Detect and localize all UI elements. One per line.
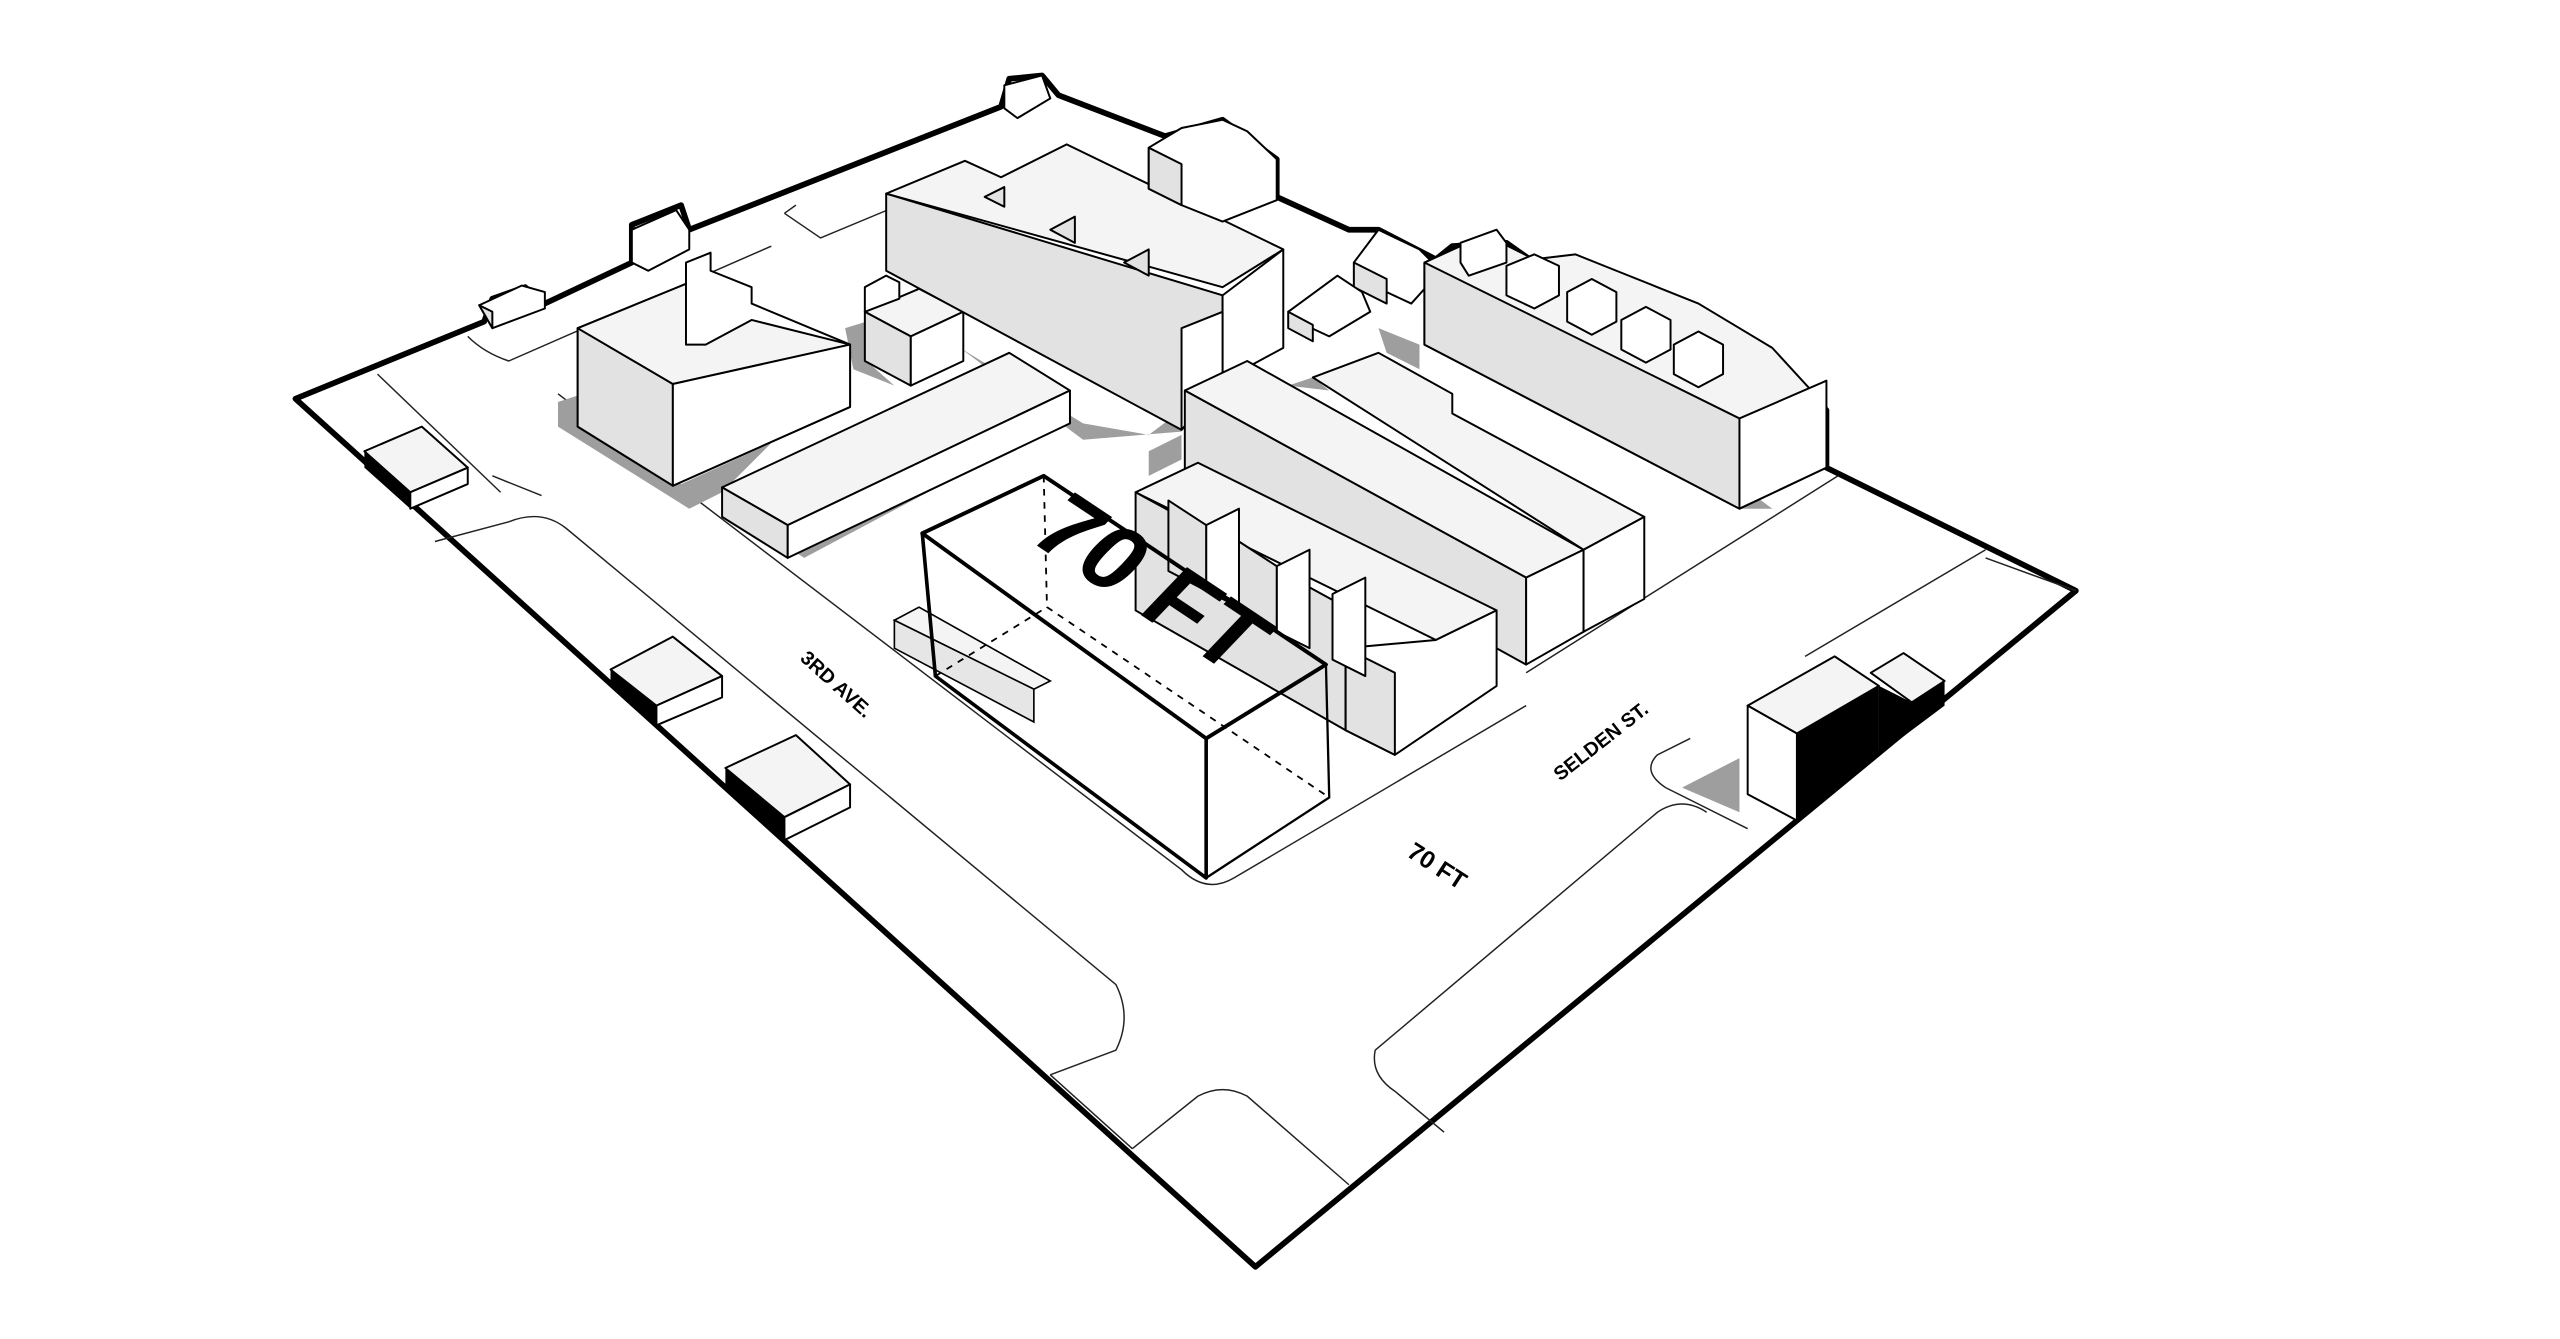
proposed-envelope bbox=[892, 473, 1331, 880]
building-long-low bbox=[721, 351, 1071, 559]
building-comb bbox=[1134, 461, 1498, 756]
building-u-shape bbox=[576, 251, 852, 487]
building-row-houses bbox=[1423, 228, 1828, 510]
road-lines bbox=[376, 196, 2077, 1186]
building-3rd-ave-row bbox=[363, 425, 852, 842]
building-small-box bbox=[863, 274, 965, 387]
building-selden-corner bbox=[1746, 652, 1946, 822]
building-tall-slab bbox=[885, 143, 1285, 431]
building-small-houses-ne bbox=[1147, 118, 1442, 343]
building-small-nw bbox=[478, 74, 1052, 330]
building-mid-long bbox=[1183, 351, 1646, 666]
